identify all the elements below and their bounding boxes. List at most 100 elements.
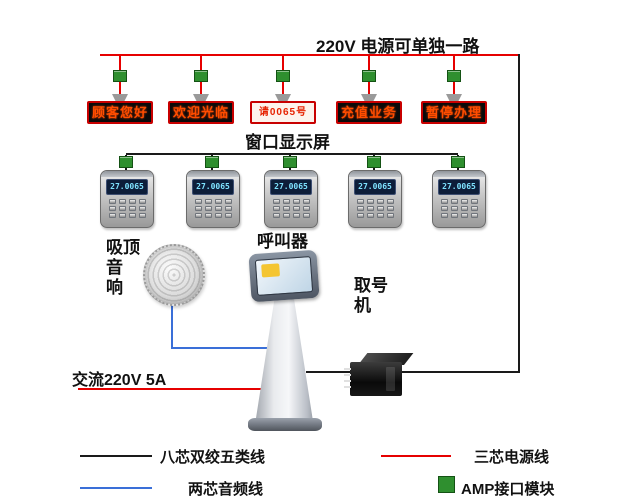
caller-device: 27.0065 xyxy=(264,170,318,228)
caller-key xyxy=(194,206,202,211)
caller-key xyxy=(282,206,290,211)
caller-key xyxy=(460,199,468,204)
caller-key xyxy=(356,199,364,204)
amp-interface-module xyxy=(362,70,376,82)
caller-key xyxy=(118,213,126,218)
legend-amp-swatch-icon xyxy=(438,476,455,493)
caller-key xyxy=(214,213,222,218)
caller-device: 27.0065 xyxy=(100,170,154,228)
legend-audio-line xyxy=(80,487,152,489)
caller-key xyxy=(356,213,364,218)
caller-key xyxy=(460,213,468,218)
caller-device: 27.0065 xyxy=(186,170,240,228)
caller-key xyxy=(356,206,364,211)
caller-key xyxy=(138,206,146,211)
window-display: 顾客您好 xyxy=(87,94,153,124)
legend-audio-label: 两芯音频线 xyxy=(188,481,264,498)
display-mount-bracket xyxy=(193,94,209,101)
legend-cat5-label: 八芯双绞五类线 xyxy=(160,449,266,466)
display-mount-bracket xyxy=(112,94,128,101)
display-mount-bracket xyxy=(275,94,291,101)
display-led-text: 充值业务 xyxy=(336,101,402,124)
kiosk-base xyxy=(248,418,322,431)
amp-interface-module xyxy=(367,156,381,168)
caller-key xyxy=(282,213,290,218)
speaker-label-line: 吸顶 xyxy=(106,238,140,257)
caller-key xyxy=(214,199,222,204)
amp-interface-module xyxy=(451,156,465,168)
caller-key xyxy=(302,206,310,211)
caller-key xyxy=(292,213,300,218)
caller-key xyxy=(224,206,232,211)
caller-key xyxy=(282,199,290,204)
display-led-text: 顾客您好 xyxy=(87,101,153,124)
caller-lcd-screen: 27.0065 xyxy=(270,179,312,195)
speaker-audio-line-vertical xyxy=(171,302,173,349)
kiosk-label: 取号 机 xyxy=(354,276,388,316)
display-led-text: 欢迎光临 xyxy=(168,101,234,124)
caller-lcd-screen: 27.0065 xyxy=(106,179,148,195)
caller-key xyxy=(128,206,136,211)
caller-key xyxy=(376,213,384,218)
caller-top-trim xyxy=(433,171,485,177)
kiosk-power-line xyxy=(78,388,261,390)
caller-key xyxy=(376,199,384,204)
caller-key xyxy=(108,199,116,204)
caller-label: 呼叫器 xyxy=(257,232,308,251)
amp-pin xyxy=(344,380,351,382)
caller-key xyxy=(194,199,202,204)
legend-amp-label: AMP接口模块 xyxy=(461,481,555,498)
caller-key xyxy=(366,199,374,204)
power-bus-label: 220V 电源可单独一路 xyxy=(316,37,480,56)
caller-device: 27.0065 xyxy=(432,170,486,228)
caller-key xyxy=(118,206,126,211)
display-mount-bracket xyxy=(361,94,377,101)
caller-top-trim xyxy=(101,171,153,177)
caller-key xyxy=(204,206,212,211)
amp-pin xyxy=(344,374,351,376)
legend-power-label: 三芯电源线 xyxy=(474,449,550,466)
kiosk-head xyxy=(248,249,320,303)
display-led-text: 请0065号 xyxy=(250,101,316,124)
legend-power-line xyxy=(381,455,451,457)
caller-lcd-screen: 27.0065 xyxy=(192,179,234,195)
speaker-audio-line-horizontal xyxy=(171,347,267,349)
caller-key xyxy=(194,213,202,218)
caller-key xyxy=(440,206,448,211)
caller-key xyxy=(292,206,300,211)
caller-key xyxy=(128,199,136,204)
kiosk-label-line: 机 xyxy=(354,296,371,315)
caller-key xyxy=(292,199,300,204)
caller-keypad xyxy=(265,199,317,218)
caller-lcd-screen: 27.0065 xyxy=(438,179,480,195)
amp-interface-module xyxy=(113,70,127,82)
amp-module-device xyxy=(344,352,414,400)
caller-device: 27.0065 xyxy=(348,170,402,228)
caller-key xyxy=(366,213,374,218)
caller-key xyxy=(470,206,478,211)
caller-key xyxy=(440,199,448,204)
kiosk-label-line: 取号 xyxy=(354,276,388,295)
caller-keypad xyxy=(349,199,401,218)
window-display: 暂停办理 xyxy=(421,94,487,124)
trunk-cable-line xyxy=(518,54,520,373)
caller-key xyxy=(376,206,384,211)
caller-key xyxy=(138,213,146,218)
caller-key xyxy=(272,206,280,211)
amp-pin xyxy=(344,386,351,388)
window-display: 请0065号 xyxy=(250,94,316,124)
amp-module-front-face xyxy=(350,362,402,396)
caller-key xyxy=(460,206,468,211)
caller-key xyxy=(386,213,394,218)
caller-key xyxy=(470,213,478,218)
caller-key xyxy=(450,206,458,211)
caller-key xyxy=(366,206,374,211)
kiosk-body xyxy=(255,298,314,422)
power-bus-line xyxy=(100,54,520,56)
caller-key xyxy=(224,213,232,218)
caller-key xyxy=(204,199,212,204)
caller-key xyxy=(204,213,212,218)
caller-key xyxy=(450,199,458,204)
amp-interface-module xyxy=(447,70,461,82)
caller-key xyxy=(118,199,126,204)
